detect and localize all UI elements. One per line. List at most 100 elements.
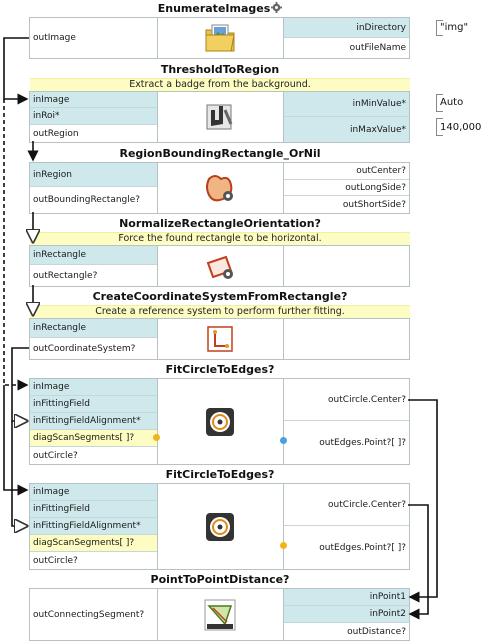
port-label: outConnectingSegment? [33, 609, 145, 620]
port-inimage[interactable]: inImage [30, 379, 157, 396]
port-inmaxvalue[interactable]: inMaxValue* [284, 117, 409, 142]
port-infittingfieldalignment[interactable]: inFittingFieldAlignment* [30, 518, 157, 535]
port-outcircle[interactable]: outCircle? [30, 552, 157, 569]
port-label: outEdges.Point?[ ]? [319, 542, 406, 553]
port-infittingfield[interactable]: inFittingField [30, 501, 157, 518]
port-label: inFittingFieldAlignment* [33, 416, 141, 426]
port-label: diagScanSegments[ ]? [33, 538, 135, 548]
port-label: outImage [33, 33, 76, 43]
param-value-inmaxvalue[interactable]: 140,000 [440, 122, 482, 133]
port-label: inDirectory [356, 22, 406, 33]
diag-port-marker [153, 434, 160, 441]
port-inimage[interactable]: inImage [30, 92, 157, 108]
port-label: inImage [33, 94, 70, 105]
port-outconnectingsegment[interactable]: outConnectingSegment? [30, 589, 157, 640]
port-label: outCircle.Center? [328, 394, 406, 405]
port-label: inPoint1 [369, 592, 406, 602]
port-label: outEdges.Point?[ ]? [319, 437, 406, 448]
port-label: inPoint2 [369, 609, 406, 619]
port-indirectory[interactable]: inDirectory [284, 18, 409, 38]
filter-title-regionboundingrectangle: RegionBoundingRectangle_OrNil [119, 147, 321, 160]
port-label: inRectangle [33, 250, 87, 260]
port-outedgespoint[interactable]: outEdges.Point?[ ]? [284, 421, 409, 464]
param-bracket [436, 118, 443, 136]
port-diagscansegments[interactable]: diagScanSegments[ ]? [30, 535, 157, 552]
port-infittingfield[interactable]: inFittingField [30, 396, 157, 413]
port-label: diagScanSegments[ ]? [33, 433, 135, 443]
filter-description: Extract a badge from the background. [30, 78, 410, 91]
wire [3, 385, 29, 496]
filter-box-fitcircletoedges-2[interactable]: inImage inFittingField inFittingFieldAli… [29, 483, 410, 570]
filter-title-fitcircletoedges: FitCircleToEdges? [165, 363, 275, 376]
normalize-rectangle-icon [206, 255, 233, 279]
wire [3, 99, 29, 391]
port-label: inFittingFieldAlignment* [33, 521, 141, 531]
port-inminvalue[interactable]: inMinValue* [284, 92, 409, 117]
port-outcenter[interactable]: outCenter? [284, 163, 409, 180]
port-label: outRectangle? [33, 270, 98, 281]
wire [408, 504, 429, 620]
param-bracket [436, 94, 443, 112]
port-outcircle[interactable]: outCircle? [30, 447, 157, 464]
diag-port-marker [280, 437, 287, 444]
port-outedgespoint[interactable]: outEdges.Point?[ ]? [284, 526, 409, 569]
port-inrectangle[interactable]: inRectangle [30, 246, 157, 265]
filter-box-fitcircletoedges-1[interactable]: inImage inFittingField inFittingFieldAli… [29, 378, 410, 465]
port-outdistance[interactable]: outDistance? [284, 623, 409, 640]
param-value-inminvalue[interactable]: Auto [440, 97, 464, 108]
filter-box-pointtopointdistance[interactable]: outConnectingSegment? inPoint1 inPoint2 … [29, 588, 410, 641]
threshold-icon [206, 104, 232, 130]
filter-box-thresholdtoregion[interactable]: inImage inRoi* outRegion inMinValue* inM… [29, 91, 410, 143]
port-label: outRegion [33, 128, 79, 139]
param-bracket [436, 20, 443, 36]
port-label: outShortSide? [342, 199, 406, 210]
port-outshortside[interactable]: outShortSide? [284, 196, 409, 213]
filter-title-enumerateimages: EnumerateImages [30, 2, 410, 15]
filter-title-normalizerectangleorientation: NormalizeRectangleOrientation? [119, 217, 321, 230]
port-label: outCenter? [356, 166, 406, 176]
port-outregion[interactable]: outRegion [30, 125, 157, 142]
port-outcirclecenter[interactable]: outCircle.Center? [284, 379, 409, 421]
port-outimage[interactable]: outImage [30, 18, 157, 58]
filter-title-thresholdtoregion: ThresholdToRegion [160, 63, 280, 76]
filter-title-pointtopointdistance: PointToPointDistance? [150, 573, 290, 586]
fit-circle-icon [205, 512, 234, 541]
filter-box-regionboundingrectangle[interactable]: inRegion outBoundingRectangle? outCenter… [29, 162, 410, 214]
port-outlongside[interactable]: outLongSide? [284, 180, 409, 196]
port-inregion[interactable]: inRegion [30, 163, 157, 187]
port-outboundingrectangle[interactable]: outBoundingRectangle? [30, 187, 157, 213]
port-label: inRectangle [33, 323, 87, 333]
port-inpoint1[interactable]: inPoint1 [284, 589, 409, 606]
filter-box-normalizerectangleorientation[interactable]: inRectangle outRectangle? [29, 245, 410, 287]
gear-icon[interactable] [271, 2, 283, 13]
port-label: outDistance? [347, 626, 406, 637]
port-inroi[interactable]: inRoi* [30, 108, 157, 125]
filter-title-fitcircletoedges: FitCircleToEdges? [165, 468, 275, 481]
filter-box-enumerateimages[interactable]: outImage inDirectory outFileName [29, 17, 410, 59]
port-label: inImage [33, 382, 70, 392]
filter-description: Force the found rectangle to be horizont… [30, 232, 410, 245]
port-infittingfieldalignment[interactable]: inFittingFieldAlignment* [30, 413, 157, 430]
fit-circle-icon [205, 407, 234, 436]
port-inimage[interactable]: inImage [30, 484, 157, 501]
port-label: outCircle.Center? [328, 499, 406, 510]
port-label: outCircle? [33, 555, 78, 566]
port-outfilename[interactable]: outFileName [284, 38, 409, 58]
port-inrectangle[interactable]: inRectangle [30, 319, 157, 338]
port-outrectangle[interactable]: outRectangle? [30, 265, 157, 286]
filter-title-createcoordinatesystem: CreateCoordinateSystemFromRectangle? [92, 290, 348, 303]
coordinate-system-icon [206, 326, 233, 352]
filter-box-createcoordinatesystem[interactable]: inRectangle outCoordinateSystem? [29, 318, 410, 360]
wire [11, 347, 29, 421]
port-label: inRoi* [33, 111, 60, 121]
port-label: inMaxValue* [349, 124, 406, 135]
diag-port-marker [280, 542, 287, 549]
port-label: inFittingField [33, 399, 90, 409]
region-bounding-icon [205, 175, 233, 202]
port-diagscansegments[interactable]: diagScanSegments[ ]? [30, 430, 157, 447]
param-value-indirectory[interactable]: "img" [440, 22, 469, 33]
port-inpoint2[interactable]: inPoint2 [284, 606, 409, 623]
port-outcoordinatesystem[interactable]: outCoordinateSystem? [30, 338, 157, 359]
port-outcirclecenter[interactable]: outCircle.Center? [284, 484, 409, 526]
